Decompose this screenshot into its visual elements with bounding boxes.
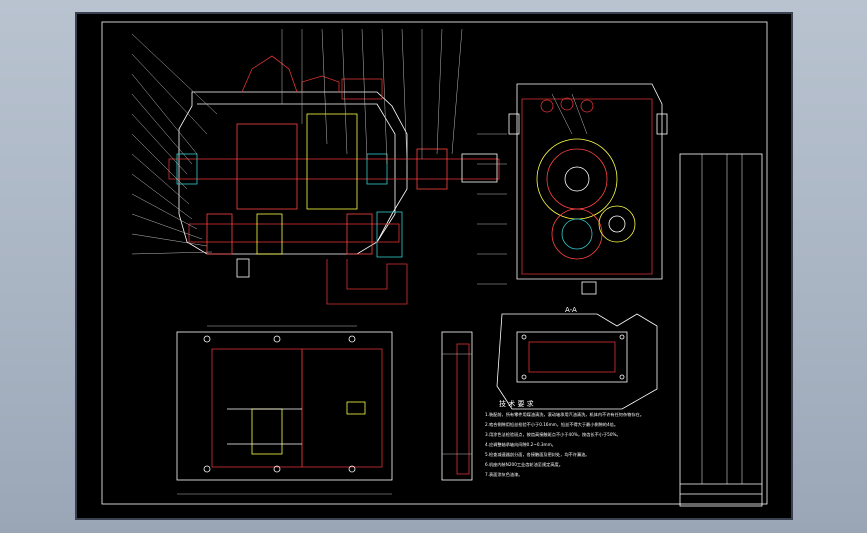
inspection-cover-detail (496, 313, 658, 410)
tech-requirement-line: 5.检查减速器剖分面，各接触面及密封处，均不许漏油。 (485, 451, 590, 458)
tech-requirement-line: 3.用涂色法检验斑点，按齿高接触斑点不小于40%，按齿长不小于50%。 (485, 431, 621, 438)
cad-drawing: A-A 技 术 要 求 1.装配前，所有零件用煤油清洗，滚动轴承用汽油清洗，机体… (101, 21, 768, 507)
tech-requirement-line: 1.装配前，所有零件用煤油清洗，滚动轴承用汽油清洗，机体内不许有任何杂物存在。 (485, 411, 644, 418)
tech-requirements-list: 1.装配前，所有零件用煤油清洗，滚动轴承用汽油清洗，机体内不许有任何杂物存在。 2… (485, 411, 644, 478)
plan-view (176, 325, 393, 495)
side-view (508, 83, 668, 295)
tech-requirement-line: 7.表面涂灰色油漆。 (485, 471, 523, 478)
section-label: A-A (565, 306, 577, 314)
drawing-border (101, 21, 768, 505)
tech-requirement-line: 2.啮合侧隙用铅丝检验不小于0.16mm，铅丝不得大于最小侧隙的4倍。 (485, 421, 618, 428)
tech-requirement-line: 6.机座内装N200工业齿轮油至规定高度。 (485, 461, 563, 468)
cad-drawing-viewport[interactable]: A-A 技 术 要 求 1.装配前，所有零件用煤油清洗，滚动轴承用汽油清洗，机体… (75, 12, 793, 520)
tech-requirement-line: 4.应调整轴承轴向间隙0.2~0.3mm。 (485, 441, 556, 448)
narrow-section-view (441, 331, 473, 481)
main-section-view (131, 28, 507, 305)
parts-list-table (679, 153, 763, 507)
tech-requirements-title: 技 术 要 求 (499, 399, 534, 408)
